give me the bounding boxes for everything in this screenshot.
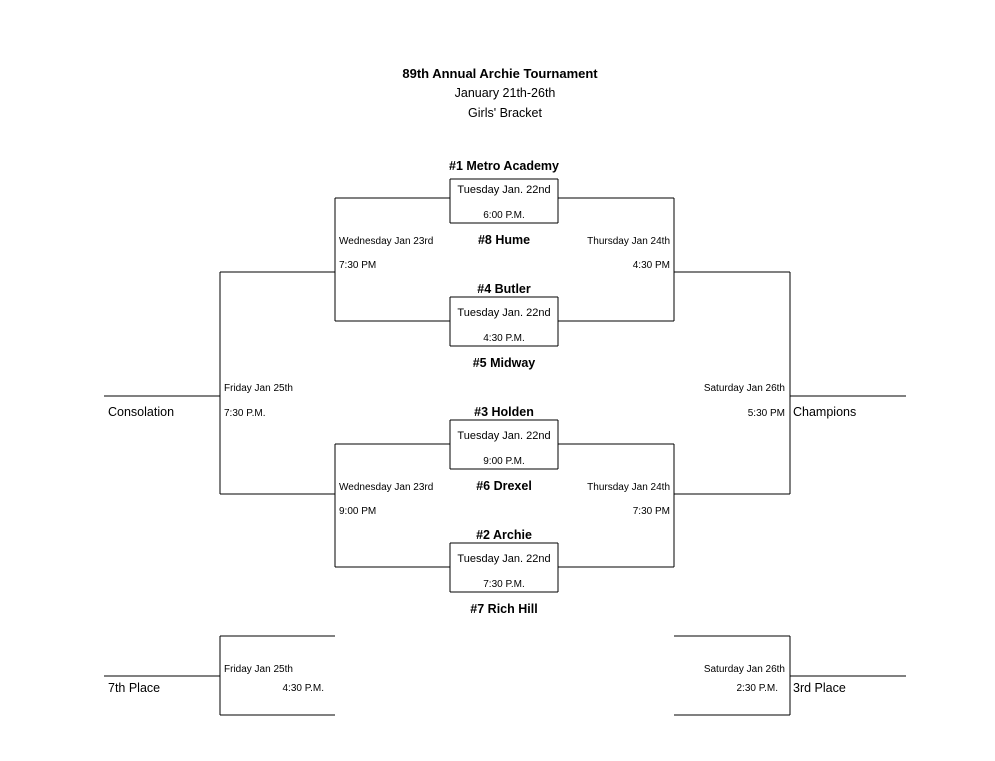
championship-time: 5:30 PM (747, 408, 785, 419)
game2-time: 4:30 P.M. (483, 333, 525, 344)
cons-semi-top-time: 7:30 PM (339, 260, 377, 271)
game2-day: Tuesday Jan. 22nd (457, 307, 551, 319)
semi-bottom-day: Thursday Jan 24th (587, 482, 670, 493)
cons-semi-top-day: Wednesday Jan 23rd (339, 236, 434, 247)
championship-day: Saturday Jan 26th (703, 383, 785, 394)
game3-day: Tuesday Jan. 22nd (457, 430, 551, 442)
cons-semi-bottom-time: 9:00 PM (339, 506, 377, 517)
page-title: 89th Annual Archie Tournament (402, 66, 598, 81)
game1-time: 6:00 P.M. (483, 210, 525, 221)
game4-day: Tuesday Jan. 22nd (457, 553, 551, 565)
third-place-time: 2:30 P.M. (736, 683, 778, 694)
game1-day: Tuesday Jan. 22nd (457, 184, 551, 196)
team-seed-5: #5 Midway (472, 356, 536, 370)
team-seed-1: #1 Metro Academy (449, 159, 559, 173)
semi-top-time: 4:30 PM (632, 260, 670, 271)
cons-semi-bottom-day: Wednesday Jan 23rd (339, 482, 434, 493)
cons-final-day: Friday Jan 25th (224, 383, 293, 394)
consolation-label: Consolation (108, 405, 175, 419)
team-seed-7: #7 Rich Hill (470, 602, 538, 616)
team-seed-3: #3 Holden (474, 405, 534, 419)
team-seed-2: #2 Archie (476, 528, 532, 542)
semi-bottom-time: 7:30 PM (632, 506, 670, 517)
team-seed-6: #6 Drexel (476, 479, 532, 493)
third-place-label: 3rd Place (793, 681, 846, 695)
seventh-place-time: 4:30 P.M. (282, 683, 324, 694)
seventh-place-day: Friday Jan 25th (224, 664, 293, 675)
champions-label: Champions (793, 405, 857, 419)
game3-time: 9:00 P.M. (483, 456, 525, 467)
team-seed-4: #4 Butler (477, 282, 531, 296)
third-place-day: Saturday Jan 26th (703, 664, 785, 675)
team-seed-8: #8 Hume (477, 233, 531, 247)
cons-final-time: 7:30 P.M. (224, 408, 266, 419)
tournament-dates: January 21th-26th (454, 86, 556, 100)
bracket-name: Girls' Bracket (468, 106, 542, 120)
semi-top-day: Thursday Jan 24th (587, 236, 670, 247)
seventh-place-label: 7th Place (108, 681, 161, 695)
game4-time: 7:30 P.M. (483, 579, 525, 590)
